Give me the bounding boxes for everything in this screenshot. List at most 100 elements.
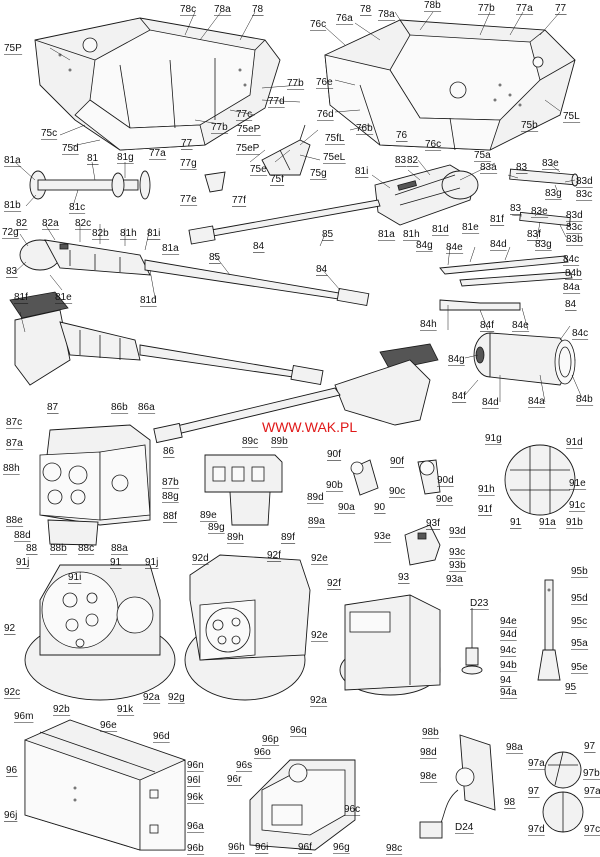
part-label: 83 — [395, 155, 407, 166]
part-label: 77c — [236, 109, 252, 120]
part-label: D23 — [470, 598, 489, 609]
part-label: 96l — [187, 775, 200, 786]
part-label: 97 — [528, 786, 540, 797]
part-label: 81e — [55, 292, 72, 303]
label-underlines — [2, 11, 600, 855]
scope-assembly-84 — [473, 332, 576, 386]
part-label: 83 — [510, 203, 522, 214]
part-label: 85 — [322, 229, 334, 240]
dome-91 — [504, 444, 576, 516]
part-label: 92e — [311, 630, 328, 641]
part-label: 91j — [16, 557, 29, 568]
part-label: 90b — [326, 480, 343, 491]
part-label: 84c — [563, 254, 579, 265]
part-label: 83g — [535, 239, 552, 250]
part-label: 97b — [583, 768, 600, 779]
part-label: 87b — [162, 477, 179, 488]
part-label: 77b — [211, 122, 228, 133]
gun-right-assembly — [188, 164, 479, 245]
part-label: 90d — [437, 475, 454, 486]
part-label: 82b — [92, 228, 109, 239]
part-label: 76b — [356, 123, 373, 134]
part-label: 94c — [500, 645, 516, 656]
part-label: 87 — [47, 402, 59, 413]
part-label: 75c — [41, 128, 57, 139]
part-label: 90e — [436, 494, 453, 505]
part-label: 88f — [163, 511, 177, 522]
part-label: 88e — [6, 515, 23, 526]
part-label: 94b — [500, 660, 517, 671]
part-label: 77b — [478, 3, 495, 14]
part-label: 91k — [117, 704, 134, 715]
part-label: 96o — [254, 747, 271, 758]
bracket-93 — [404, 524, 441, 566]
gun-upper-assembly — [19, 239, 370, 307]
part-label: 77a — [516, 3, 533, 14]
part-label: 75b — [521, 120, 538, 131]
part-label: 84c — [572, 328, 588, 339]
part-label: 84a — [563, 282, 580, 293]
part-label: 75L — [563, 111, 580, 122]
part-label: 75e — [250, 164, 267, 175]
part-label: 83d — [576, 176, 593, 187]
turret-92-alt — [339, 594, 441, 696]
part-label: 98d — [420, 747, 437, 758]
part-label: 91f — [478, 504, 492, 515]
part-label: 90c — [389, 486, 405, 497]
hinge-brackets — [204, 124, 311, 193]
part-label: 96s — [236, 760, 252, 771]
part-label: 92e — [311, 553, 328, 564]
part-label: 81g — [117, 152, 134, 163]
part-label: 98 — [504, 797, 516, 808]
part-label: 76e — [316, 77, 333, 88]
part-label: 83g — [545, 188, 562, 199]
part-label: 96f — [298, 842, 312, 853]
part-label: 76 — [396, 130, 408, 141]
part-label: 96 — [6, 765, 18, 776]
part-label: 97a — [584, 786, 600, 797]
website-url: WWW.WAK.PL — [262, 419, 357, 435]
part-label: 98b — [422, 727, 439, 738]
part-label: 95c — [571, 616, 587, 627]
part-label: 96c — [344, 804, 360, 815]
sight-box-89 — [204, 454, 283, 526]
part-label: 91b — [566, 517, 583, 528]
part-label: 78a — [378, 9, 395, 20]
barrel-81-part — [29, 170, 151, 200]
part-label: 84b — [576, 394, 593, 405]
turret-head-87 — [39, 424, 151, 546]
part-label: 96n — [187, 760, 204, 771]
part-label: 94a — [500, 687, 517, 698]
part-label: D24 — [455, 822, 474, 833]
part-label: 72g — [2, 227, 19, 238]
part-label: 89b — [271, 436, 288, 447]
post-94 — [461, 608, 483, 675]
part-label: 95a — [571, 638, 588, 649]
part-label: 78 — [252, 4, 264, 15]
part-label: 81h — [120, 228, 137, 239]
part-label: 98e — [420, 771, 437, 782]
part-label: 84g — [416, 240, 433, 251]
part-label: 92d — [192, 553, 209, 564]
part-label: 96p — [262, 734, 279, 745]
part-label: 78a — [214, 4, 231, 15]
part-label: 94d — [500, 629, 517, 640]
part-label: 96r — [227, 774, 242, 785]
part-label: 93e — [374, 531, 391, 542]
part-label: 84d — [490, 239, 507, 250]
part-label: 84 — [316, 264, 328, 275]
antenna-95 — [537, 579, 561, 681]
plate-98 — [419, 734, 496, 839]
part-label: 89g — [208, 522, 225, 533]
part-label: 83a — [480, 162, 497, 173]
part-label: 93a — [446, 574, 463, 585]
part-label: 95e — [571, 662, 588, 673]
part-label: 93 — [398, 572, 410, 583]
part-label: 91i — [68, 572, 81, 583]
part-label: 91 — [510, 517, 522, 528]
part-label: 83d — [566, 210, 583, 221]
part-label: 75P — [4, 43, 22, 54]
part-label: 88h — [3, 463, 20, 474]
turret-92 — [184, 554, 311, 701]
part-label: 92c — [4, 687, 20, 698]
